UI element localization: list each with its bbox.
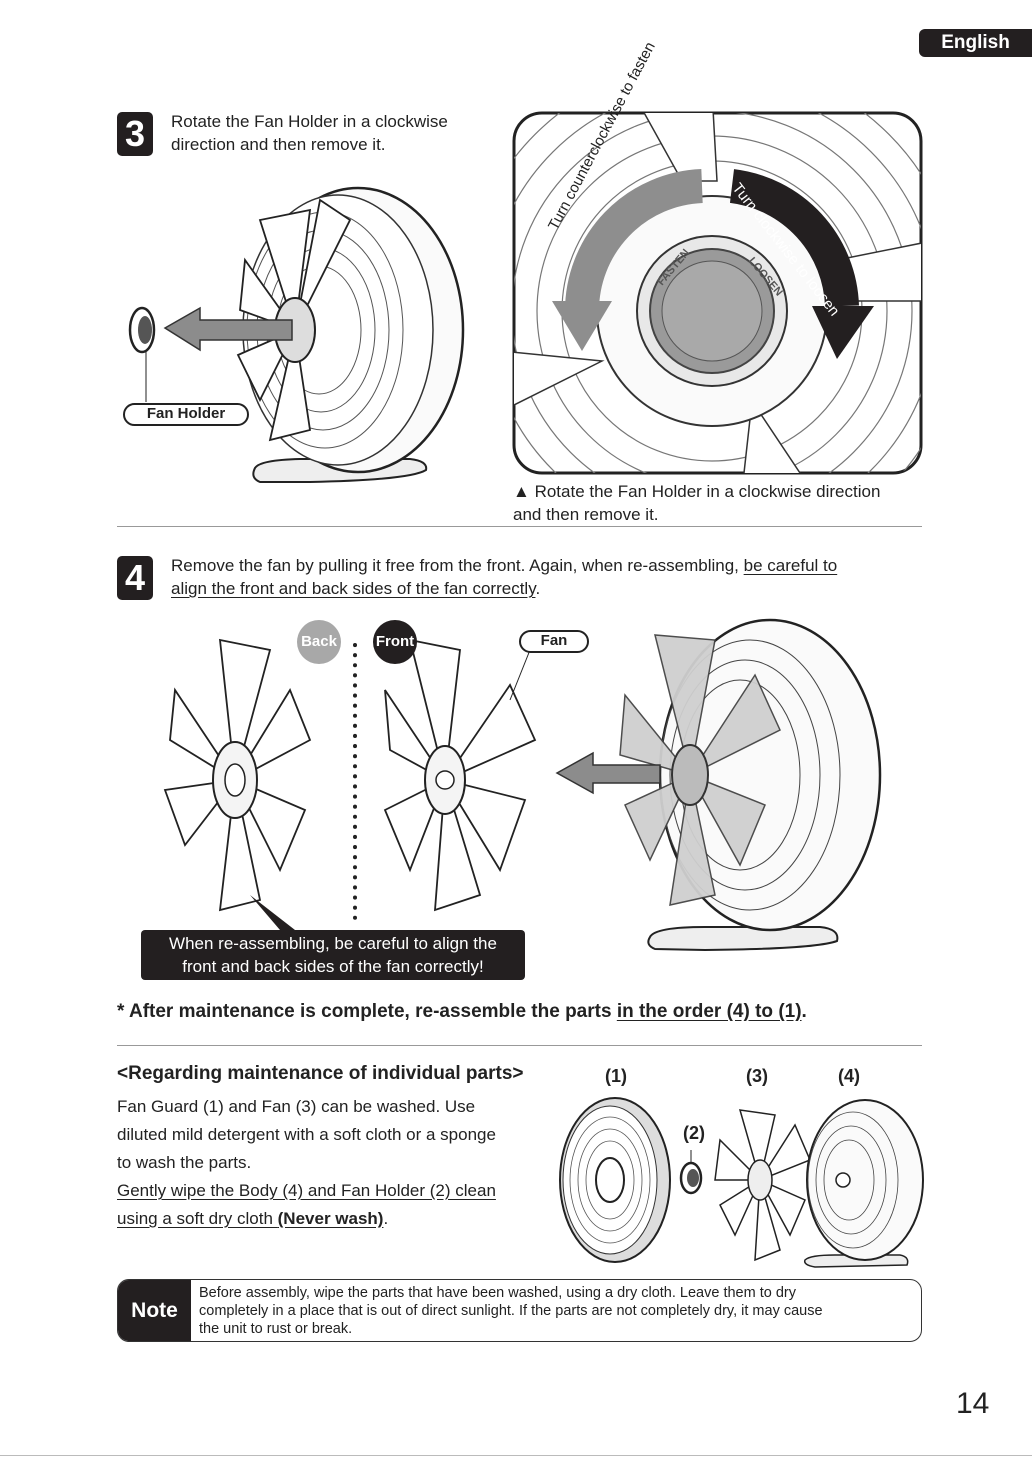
bottom-edge <box>0 1455 1032 1456</box>
note-text: Before assembly, wipe the parts that hav… <box>199 1284 914 1338</box>
maintenance-line-5-end: . <box>383 1209 389 1228</box>
caption-triangle-icon: ▲ <box>513 482 530 501</box>
callout-line-2: front and back sides of the fan correctl… <box>182 957 484 976</box>
reassemble-instruction: * After maintenance is complete, re-asse… <box>117 1001 807 1023</box>
fan-holder-removal-illustration <box>128 186 465 483</box>
never-wash-text: (Never wash) <box>277 1209 384 1228</box>
note-line-1: Before assembly, wipe the parts that hav… <box>199 1285 796 1301</box>
language-tab: English <box>919 29 1032 57</box>
back-badge: Back <box>297 620 341 664</box>
fan-holder-closeup: FASTEN LOOSEN <box>512 111 923 475</box>
divider <box>117 1045 922 1046</box>
page-number: 14 <box>956 1387 990 1420</box>
maintenance-heading: <Regarding maintenance of individual par… <box>117 1063 524 1084</box>
fan-label: Fan <box>519 630 589 653</box>
maintenance-line-1: Fan Guard (1) and Fan (3) can be washed.… <box>117 1097 476 1116</box>
note-label: Note <box>118 1280 191 1341</box>
divider <box>117 526 922 527</box>
step-3-caption: ▲ Rotate the Fan Holder in a clockwise d… <box>513 480 880 526</box>
caption-line-2: and then remove it. <box>513 505 659 524</box>
step-4-instructions: Remove the fan by pulling it free from t… <box>171 554 911 600</box>
part-4-label: (4) <box>838 1066 860 1086</box>
maintenance-line-2: diluted mild detergent with a soft cloth… <box>117 1125 496 1144</box>
step-4-underlined-2: align the front and back sides of the fa… <box>171 579 536 598</box>
maintenance-line-4: Gently wipe the Body (4) and Fan Holder … <box>117 1181 496 1200</box>
note-line-2: completely in a place that is out of dir… <box>199 1303 823 1319</box>
step-3-line-2: direction and then remove it. <box>171 135 386 154</box>
note-line-3: the unit to rust or break. <box>199 1321 353 1337</box>
maintenance-line-3: to wash the parts. <box>117 1153 252 1172</box>
step-3-line-1: Rotate the Fan Holder in a clockwise <box>171 112 448 131</box>
step-4-underlined-1: be careful to <box>743 556 838 575</box>
step-3-instructions: Rotate the Fan Holder in a clockwise dir… <box>171 110 448 156</box>
note-box: Note Before assembly, wipe the parts tha… <box>117 1279 922 1342</box>
part-3-label: (3) <box>746 1066 768 1086</box>
caption-line-1: Rotate the Fan Holder in a clockwise dir… <box>534 482 881 501</box>
step-3-badge: 3 <box>117 112 153 156</box>
part-1-label: (1) <box>605 1066 627 1086</box>
reassembly-callout: When re-assembling, be careful to align … <box>141 930 525 980</box>
fan-back-front-illustration <box>163 638 537 930</box>
step-4-period: . <box>535 579 541 598</box>
reassemble-suffix: . <box>801 1001 807 1022</box>
reassemble-order: in the order (4) to (1) <box>616 1001 802 1022</box>
fan-holder-label: Fan Holder <box>123 403 249 426</box>
step-4-text: Remove the fan by pulling it free from t… <box>171 556 744 575</box>
reassemble-prefix: * After maintenance is complete, re-asse… <box>117 1001 617 1022</box>
part-2-label: (2) <box>683 1123 705 1143</box>
callout-line-1: When re-assembling, be careful to align … <box>169 934 497 953</box>
fan-removal-illustration <box>555 618 882 952</box>
step-4-badge: 4 <box>117 556 153 600</box>
maintenance-line-5: using a soft dry cloth <box>117 1209 278 1228</box>
front-badge: Front <box>373 620 417 664</box>
parts-illustration <box>559 1097 924 1268</box>
maintenance-text: Fan Guard (1) and Fan (3) can be washed.… <box>117 1093 557 1233</box>
